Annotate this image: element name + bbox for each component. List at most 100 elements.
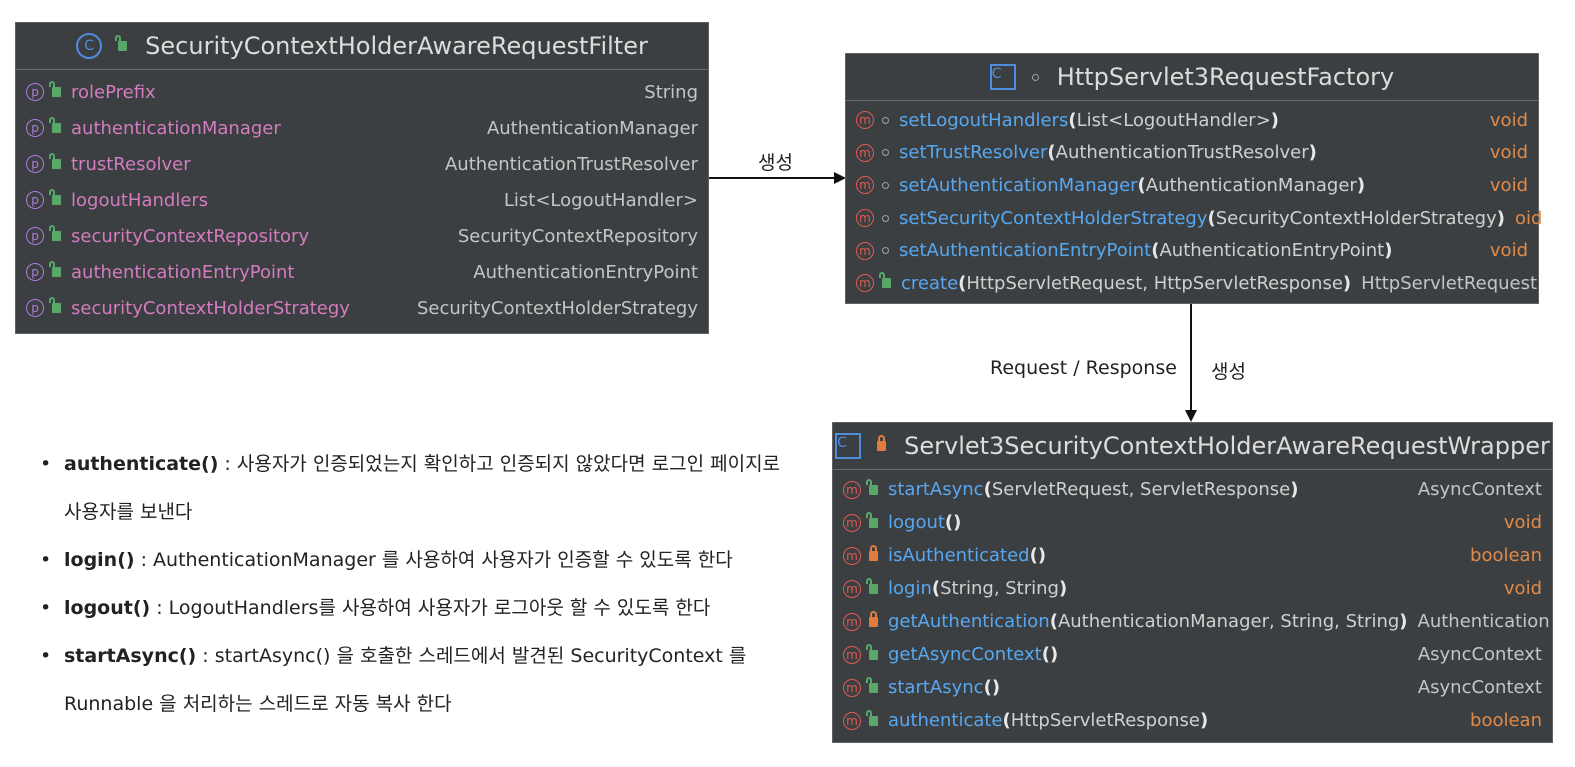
property-icon: p: [26, 191, 44, 209]
public-lock-icon: [879, 272, 891, 289]
package-visibility-icon: [882, 149, 889, 157]
method-return-type: AsyncContext: [1417, 677, 1542, 698]
close-paren: ): [1290, 479, 1299, 500]
field-type: SecurityContextHolderStrategy: [416, 297, 698, 319]
close-paren: ): [1308, 142, 1317, 164]
method-return-type: void: [1489, 109, 1528, 131]
method-name: setSecurityContextHolderStrategy: [899, 207, 1208, 229]
method-params: HttpServletResponse: [1010, 710, 1200, 731]
method-name: isAuthenticated: [888, 545, 1030, 566]
bullet-dot: •: [40, 645, 52, 667]
public-lock-icon: [866, 709, 878, 726]
method-name: create: [901, 272, 959, 294]
method-row: m setSecurityContextHolderStrategy(Securi…: [846, 202, 1542, 235]
note-text: : startAsync() 을 호출한 스레드에서 발견된 SecurityC…: [196, 645, 747, 667]
public-lock-icon: [49, 117, 61, 133]
private-lock-icon: [869, 544, 878, 561]
note-item: •authenticate() : 사용자가 인증되었는지 확인하고 인증되지 …: [40, 440, 800, 488]
method-notes: •authenticate() : 사용자가 인증되었는지 확인하고 인증되지 …: [40, 440, 800, 728]
open-paren: (: [983, 677, 992, 698]
factory-class-header: C HttpServlet3RequestFactory: [846, 54, 1538, 101]
method-return-type: oid: [1515, 207, 1543, 229]
property-icon: p: [26, 155, 44, 173]
method-return-type: boolean: [1470, 545, 1542, 566]
open-paren: (: [958, 272, 967, 294]
filter-class-header: C SecurityContextHolderAwareRequestFilte…: [16, 23, 708, 70]
request-response-label: Request / Response: [990, 357, 1177, 379]
field-row: p securityContextHolderStrategy SecurityCo…: [16, 290, 708, 326]
property-icon: p: [26, 119, 44, 137]
package-visibility-icon: [882, 181, 889, 189]
method-params: AuthenticationManager: [1145, 174, 1357, 196]
close-paren: ): [1058, 578, 1068, 599]
method-icon: m: [843, 513, 861, 532]
method-params: AuthenticationEntryPoint: [1159, 240, 1385, 262]
bullet-dot: •: [40, 549, 52, 571]
open-paren: (: [1207, 207, 1216, 229]
open-paren: (: [1002, 710, 1011, 731]
method-icon: m: [856, 176, 874, 195]
create-label-filter-to-factory: 생성: [758, 152, 793, 174]
method-icon: m: [843, 612, 861, 631]
public-lock-icon: [49, 225, 61, 241]
close-paren: ): [953, 512, 962, 533]
note-item: •startAsync() : startAsync() 을 호출한 스레드에서…: [40, 632, 800, 680]
field-name: securityContextHolderStrategy: [71, 297, 350, 319]
public-lock-icon: [866, 676, 878, 693]
open-paren: (: [983, 479, 992, 500]
method-icon: m: [856, 241, 874, 260]
method-params: SecurityContextHolderStrategy: [1215, 207, 1497, 229]
method-name: startAsync: [888, 479, 984, 500]
close-paren: ): [1384, 240, 1393, 262]
close-paren: ): [1496, 207, 1505, 229]
field-name: rolePrefix: [71, 81, 156, 103]
open-paren: (: [944, 512, 954, 533]
method-icon: m: [856, 209, 874, 228]
filter-class-box: C SecurityContextHolderAwareRequestFilte…: [15, 22, 709, 334]
note-text: : 사용자가 인증되었는지 확인하고 인증되지 않았다면 로그인 페이지로: [218, 453, 781, 475]
factory-class-title: HttpServlet3RequestFactory: [1056, 63, 1395, 91]
method-params: String, String: [940, 578, 1059, 599]
public-lock-icon: [49, 261, 61, 277]
open-paren: (: [1068, 109, 1077, 131]
property-icon: p: [26, 299, 44, 317]
wrapper-class-title: Servlet3SecurityContextHolderAwareReques…: [904, 432, 1550, 460]
method-name: setAuthenticationEntryPoint: [899, 240, 1152, 262]
public-lock-icon: [866, 643, 878, 660]
public-lock-icon: [866, 511, 878, 528]
wrapper-class-box: C Servlet3SecurityContextHolderAwareRequ…: [832, 422, 1553, 743]
note-continuation: Runnable 을 처리하는 스레드로 자동 복사 한다: [64, 693, 452, 715]
method-name: setTrustResolver: [899, 142, 1048, 164]
field-type: AuthenticationEntryPoint: [473, 261, 698, 283]
method-return-type: boolean: [1470, 710, 1542, 731]
package-visibility-icon: [882, 214, 889, 222]
bullet-dot: •: [40, 453, 52, 475]
close-paren: ): [1270, 109, 1280, 131]
method-icon: m: [843, 711, 861, 730]
note-continuation: 사용자를 보낸다: [64, 501, 193, 523]
public-lock-icon: [49, 153, 61, 169]
close-paren: ): [1049, 644, 1059, 665]
note-text: : AuthenticationManager 를 사용하여 사용자가 인증할 …: [134, 549, 733, 571]
field-type: String: [644, 81, 698, 103]
close-paren: ): [1356, 174, 1366, 196]
method-params: ServletRequest, ServletResponse: [991, 479, 1291, 500]
package-visibility-icon: [1031, 73, 1039, 81]
method-params: AuthenticationTrustResolver: [1055, 142, 1309, 164]
public-lock-icon: [49, 189, 61, 205]
method-return-type: Authentication: [1417, 611, 1550, 632]
property-icon: p: [26, 83, 44, 101]
note-term: login(): [64, 549, 135, 571]
close-paren: ): [1399, 611, 1408, 632]
note-text: : LogoutHandlers를 사용하여 사용자가 로그아웃 할 수 있도록…: [150, 597, 711, 619]
field-type: List<LogoutHandler>: [503, 189, 698, 211]
